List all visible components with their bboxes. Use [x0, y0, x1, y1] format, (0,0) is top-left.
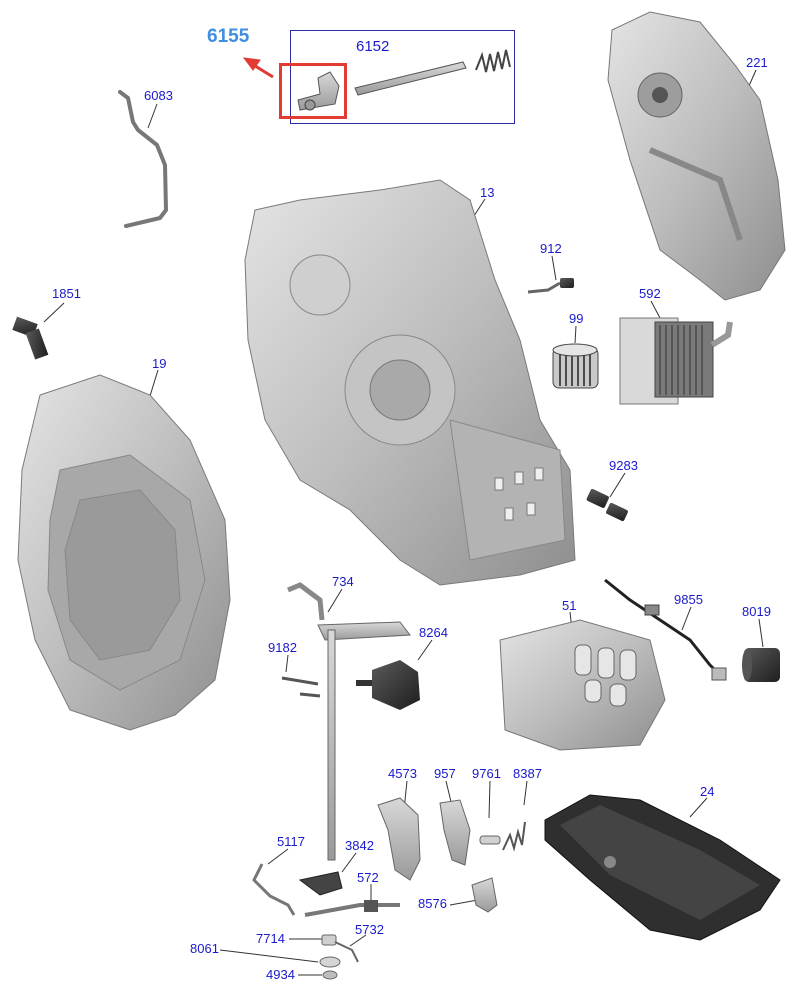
- callout-3842[interactable]: 3842: [345, 838, 374, 853]
- cam-3842-part: [298, 871, 343, 896]
- spring-part: [475, 49, 511, 73]
- small-parts: [319, 934, 359, 980]
- pin-9761-part: [479, 835, 501, 845]
- callout-9182[interactable]: 9182: [268, 640, 297, 655]
- highlighted-part-box[interactable]: [279, 63, 347, 119]
- tube-part: [118, 90, 168, 228]
- group-6152-box: [290, 30, 515, 124]
- callout-7714[interactable]: 7714: [256, 931, 285, 946]
- clip-5117-part: [252, 863, 296, 916]
- shaft-734-part: [287, 582, 411, 861]
- callout-9761[interactable]: 9761: [472, 766, 501, 781]
- bracket-8264-part: [356, 660, 420, 710]
- callout-572[interactable]: 572: [357, 870, 379, 885]
- callout-51[interactable]: 51: [562, 598, 577, 613]
- callout-99[interactable]: 99: [569, 311, 584, 326]
- harness-9855-part: [604, 578, 727, 681]
- rod-572-part: [304, 900, 400, 917]
- callout-8387[interactable]: 8387: [513, 766, 542, 781]
- transmission-case-part: [244, 179, 576, 586]
- callout-6083[interactable]: 6083: [144, 88, 173, 103]
- callout-24[interactable]: 24: [700, 784, 715, 799]
- oil-pan-24-part: [544, 794, 781, 941]
- callout-4573[interactable]: 4573: [388, 766, 417, 781]
- sensor-1851-part: [12, 316, 49, 360]
- sensor-9283-part: [586, 488, 628, 522]
- spring-8387-part: [502, 821, 526, 852]
- callout-8061[interactable]: 8061: [190, 941, 219, 956]
- callout-9855[interactable]: 9855: [674, 592, 703, 607]
- callout-5732[interactable]: 5732: [355, 922, 384, 937]
- pins-9182-part: [281, 676, 321, 698]
- valve-body-51-part: [499, 619, 666, 751]
- callout-8264[interactable]: 8264: [419, 625, 448, 640]
- highlighted-part-number[interactable]: 6155: [207, 26, 250, 47]
- shift-lever-part: [297, 71, 340, 111]
- callout-221[interactable]: 221: [746, 55, 768, 70]
- solenoid-8019-part: [742, 648, 780, 682]
- callout-13[interactable]: 13: [480, 185, 495, 200]
- cooler-592-part: [619, 317, 733, 405]
- callout-957[interactable]: 957: [434, 766, 456, 781]
- callout-912[interactable]: 912: [540, 241, 562, 256]
- group-part-number[interactable]: 6152: [356, 38, 390, 55]
- callout-5117[interactable]: 5117: [277, 834, 305, 849]
- callout-8576[interactable]: 8576: [418, 896, 447, 911]
- callout-734[interactable]: 734: [332, 574, 354, 589]
- callout-8019[interactable]: 8019: [742, 604, 771, 619]
- callout-592[interactable]: 592: [639, 286, 661, 301]
- callout-9283[interactable]: 9283: [609, 458, 638, 473]
- plate-957-part: [439, 799, 471, 866]
- callout-19[interactable]: 19: [152, 356, 167, 371]
- callout-4934[interactable]: 4934: [266, 967, 295, 982]
- filter-99-part: [552, 343, 599, 389]
- shaft-rod-part: [354, 61, 467, 96]
- plate-4573-part: [377, 797, 421, 881]
- sensor-912-part: [527, 278, 574, 294]
- callout-1851[interactable]: 1851: [52, 286, 81, 301]
- highlight-arrow: [242, 57, 274, 79]
- leader-lines: [43, 69, 764, 976]
- bracket-8576-part: [471, 877, 498, 913]
- cover-part: [607, 11, 786, 301]
- housing-19-part: [17, 374, 231, 731]
